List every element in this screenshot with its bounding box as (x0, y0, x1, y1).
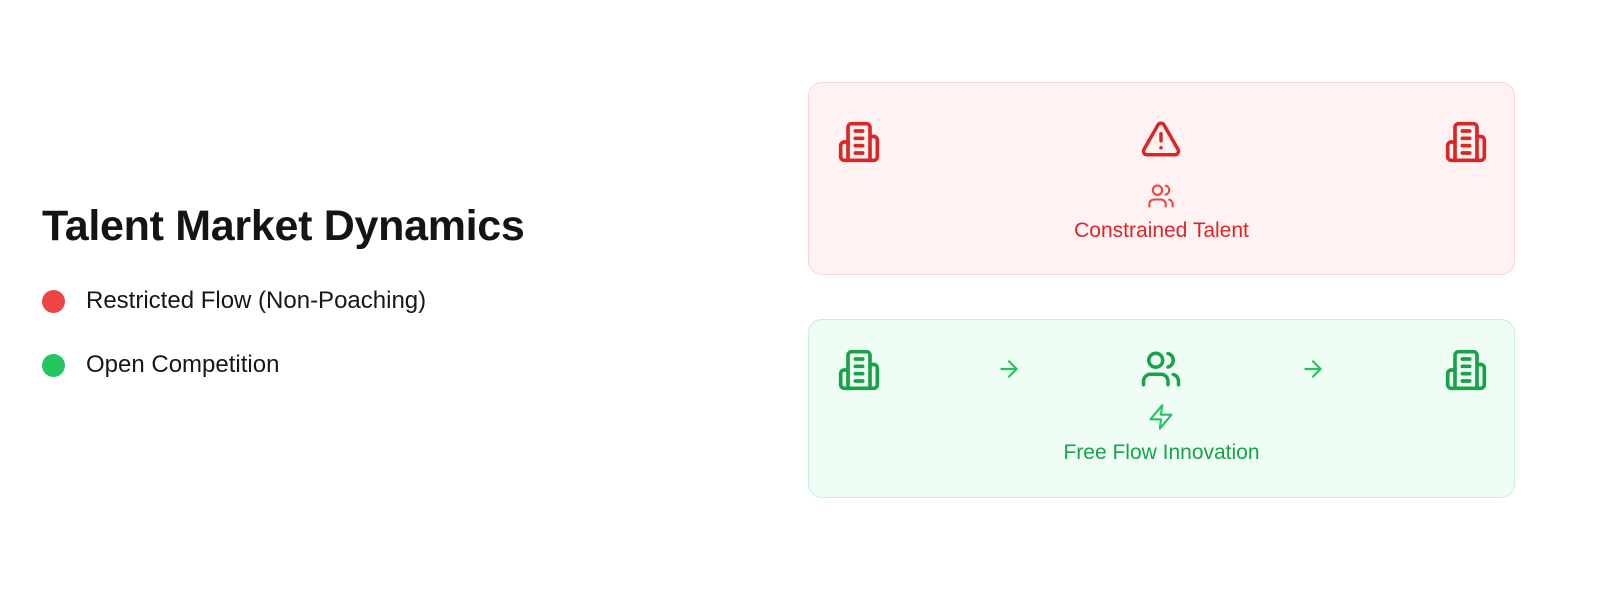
legend-dot-green (42, 353, 65, 377)
page-title: Talent Market Dynamics (42, 202, 525, 250)
building-icon (837, 348, 881, 392)
legend-item-open-competition: Open Competition (42, 350, 279, 380)
alert-triangle-icon (1140, 118, 1182, 160)
building-icon (1444, 120, 1488, 164)
arrow-right-icon (996, 356, 1022, 382)
constrained-talent-label: Constrained Talent (1074, 219, 1249, 242)
legend-item-restricted-flow: Restricted Flow (Non-Poaching) (42, 286, 426, 316)
building-icon (1444, 348, 1488, 392)
legend-label: Restricted Flow (Non-Poaching) (86, 287, 427, 314)
arrow-right-icon (1300, 356, 1326, 382)
free-flow-innovation-panel: Free Flow Innovation (808, 319, 1515, 498)
constrained-talent-panel: Constrained Talent (808, 82, 1515, 275)
building-icon (837, 120, 881, 164)
free-flow-innovation-label: Free Flow Innovation (1063, 441, 1260, 464)
legend-label: Open Competition (86, 351, 280, 378)
legend-dot-red (42, 289, 65, 313)
users-icon (1140, 348, 1182, 390)
zap-icon (1147, 403, 1175, 431)
users-icon (1147, 182, 1175, 210)
